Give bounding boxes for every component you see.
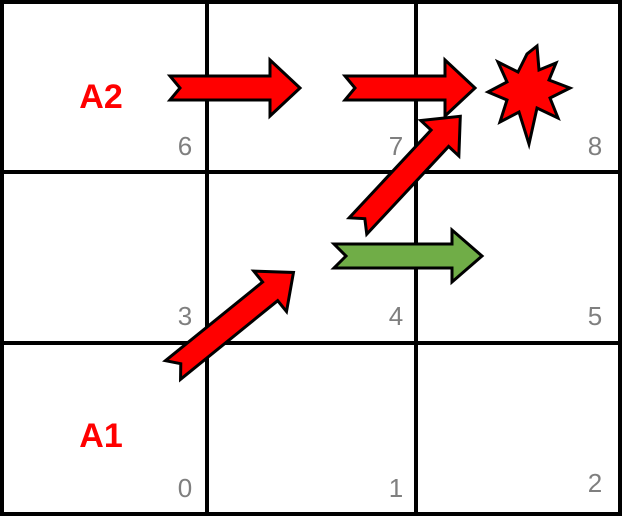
move-arrow-a2-7-to-8: [341, 56, 478, 120]
cell-number-2: 2: [588, 468, 602, 498]
move-arrow-a2-6-to-7: [166, 56, 303, 120]
agent-label-a1: A1: [79, 417, 122, 455]
cell-number-7: 7: [389, 131, 403, 161]
cell-number-5: 5: [588, 301, 602, 331]
cell-number-4: 4: [389, 301, 403, 331]
cell-number-8: 8: [588, 131, 602, 161]
move-arrow-green-4-to-5: [330, 226, 485, 286]
cell-number-3: 3: [178, 301, 192, 331]
cell-number-1: 1: [389, 473, 403, 503]
move-arrow-a1-4-to-8: [345, 114, 462, 238]
agent-label-a2: A2: [79, 78, 122, 116]
explosion-icon: [484, 43, 574, 150]
move-arrow-a1-0-to-4: [162, 269, 296, 383]
cell-number-0: 0: [178, 473, 192, 503]
cell-number-6: 6: [178, 131, 192, 161]
